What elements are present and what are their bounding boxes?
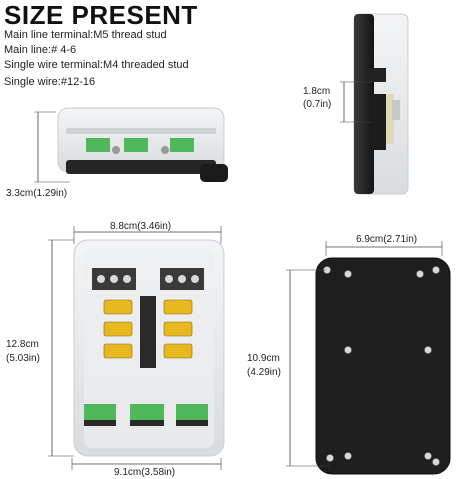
spec-line-single-wire: Single wire:#12-16 bbox=[4, 76, 96, 88]
back-height-cm-label: 10.9cm bbox=[247, 353, 280, 364]
fuse bbox=[103, 299, 133, 315]
side-height-cm-label: 1.8cm bbox=[303, 86, 331, 97]
page-title: SIZE PRESENT bbox=[4, 0, 198, 30]
front-depth-label: 3.3cm(1.29in) bbox=[6, 188, 68, 199]
terminal-block bbox=[130, 404, 164, 420]
back-height-in-label: (4.29in) bbox=[247, 367, 281, 378]
terminal-block bbox=[124, 138, 148, 152]
top-width-label: 8.8cm(3.46in) bbox=[110, 221, 172, 232]
back-view bbox=[286, 241, 451, 475]
spec-line-single-terminal: Single wire terminal:M4 threaded stud bbox=[4, 59, 189, 71]
fuse bbox=[163, 321, 193, 337]
terminal-block bbox=[86, 138, 110, 152]
height-cm-label: 12.8cm bbox=[6, 339, 39, 350]
back-width-label: 6.9cm(2.71in) bbox=[356, 234, 418, 245]
bottom-width-label: 9.1cm(3.58in) bbox=[114, 467, 176, 478]
fuse bbox=[103, 343, 133, 359]
height-in-label: (5.03in) bbox=[6, 353, 40, 364]
front-view bbox=[34, 107, 228, 183]
top-view bbox=[48, 226, 225, 470]
side-height-in-label: (0.7in) bbox=[303, 99, 332, 110]
fuse bbox=[163, 299, 193, 315]
fuse bbox=[163, 343, 193, 359]
fuse bbox=[103, 321, 133, 337]
terminal-block bbox=[176, 404, 208, 420]
spec-line-main-terminal: Main line terminal:M5 thread stud bbox=[4, 29, 167, 41]
terminal-block bbox=[170, 138, 194, 152]
spec-line-main-wire: Main line:# 4-6 bbox=[4, 44, 77, 56]
terminal-block bbox=[84, 404, 116, 420]
side-view bbox=[340, 13, 409, 195]
